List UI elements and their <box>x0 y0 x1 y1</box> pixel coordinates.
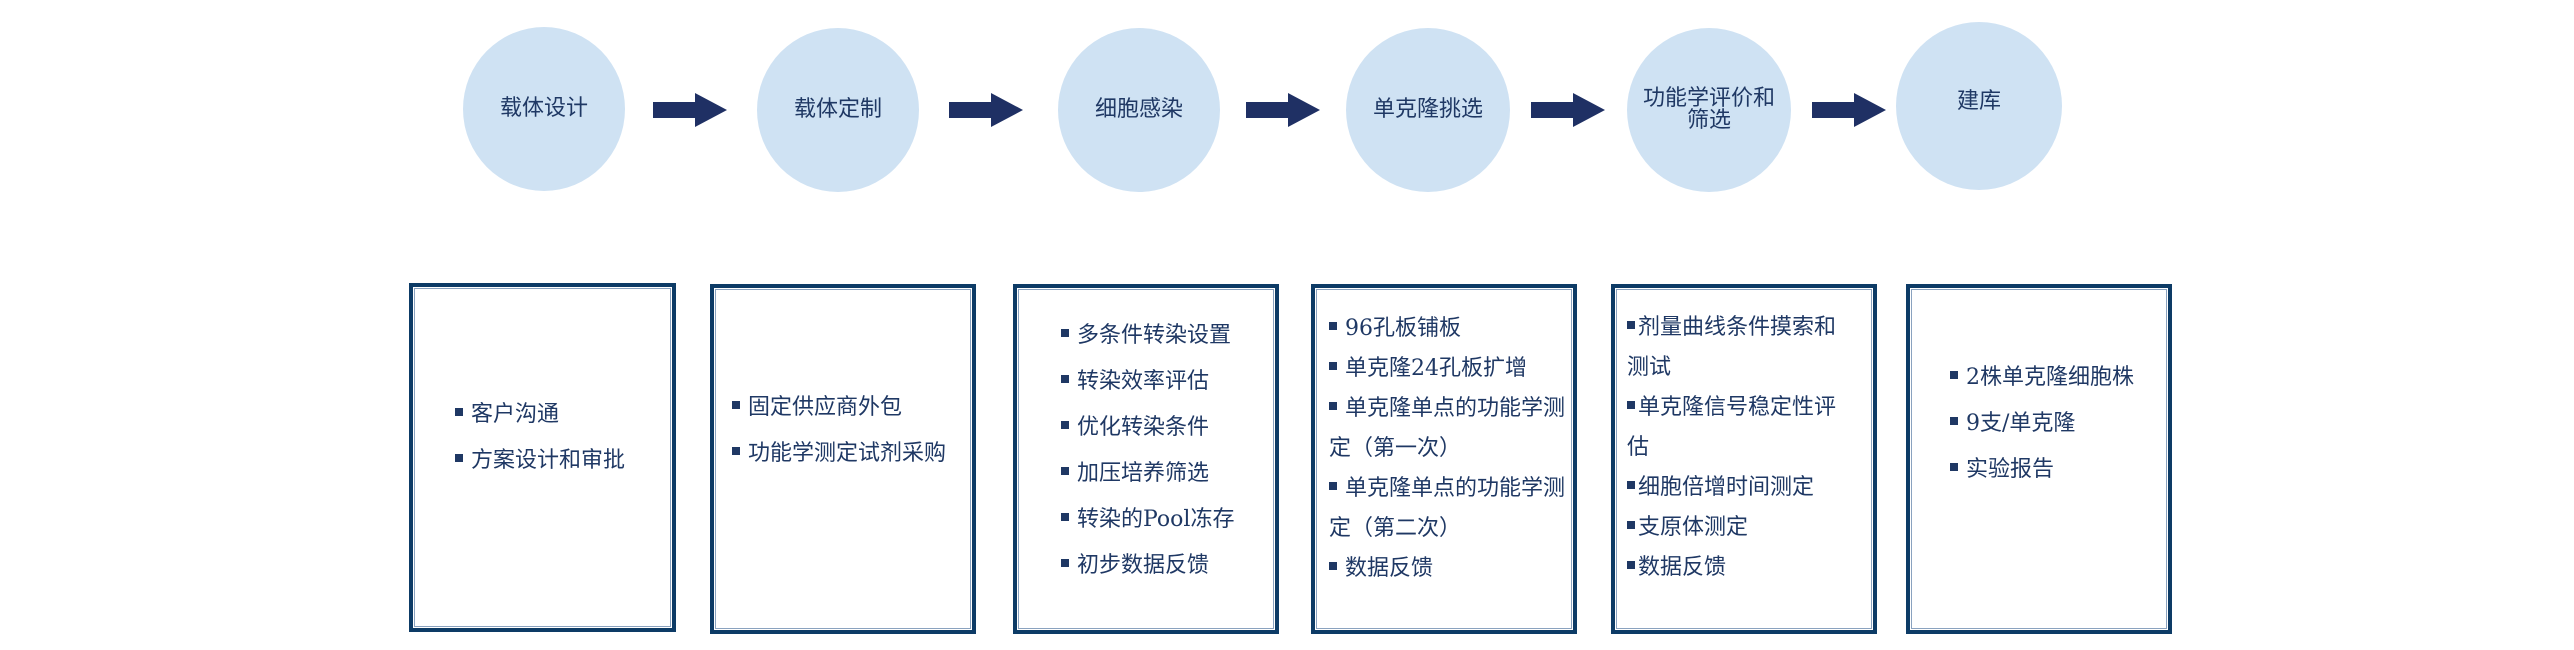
detail-box-vector-design: 客户沟通 方案设计和审批 <box>409 283 676 632</box>
detail-list: 客户沟通 方案设计和审批 <box>455 392 672 484</box>
step-label: 细胞感染 <box>1094 97 1183 122</box>
square-bullet-icon <box>1627 521 1635 529</box>
step-label: 载体定制 <box>793 97 882 122</box>
detail-list: 2株单克隆细胞株 9支/单克隆 实验报告 <box>1950 355 2168 493</box>
square-bullet-icon <box>1329 482 1337 490</box>
step-circle-cell-infection: 细胞感染 <box>1058 28 1220 192</box>
list-item: 客户沟通 <box>455 392 672 438</box>
square-bullet-icon <box>1329 402 1337 410</box>
list-item: 单克隆单点的功能学测定（第二次） <box>1329 476 1566 541</box>
square-bullet-icon <box>1627 481 1635 489</box>
right-arrow-icon <box>653 93 727 127</box>
square-bullet-icon <box>1061 329 1069 337</box>
square-bullet-icon <box>1061 559 1069 567</box>
list-item: 实验报告 <box>1950 447 2168 493</box>
step-circle-functional-evaluation: 功能学评价和 筛选 <box>1627 28 1791 192</box>
square-bullet-icon <box>1627 401 1635 409</box>
square-bullet-icon <box>1329 322 1337 330</box>
list-item: 单克隆单点的功能学测定（第一次） <box>1329 396 1566 461</box>
step-circle-monoclonal-picking: 单克隆挑选 <box>1346 28 1510 192</box>
list-item: 功能学测定试剂采购 <box>732 431 972 477</box>
square-bullet-icon <box>1061 467 1069 475</box>
list-item: 支原体测定 <box>1627 508 1853 548</box>
list-item: 细胞倍增时间测定 <box>1627 468 1853 508</box>
list-item: 9支/单克隆 <box>1950 401 2168 447</box>
list-item: 转染效率评估 <box>1061 359 1275 405</box>
step-circle-vector-design: 载体设计 <box>463 27 625 191</box>
list-item: 加压培养筛选 <box>1061 451 1275 497</box>
square-bullet-icon <box>455 453 463 462</box>
right-arrow-icon <box>1246 93 1320 127</box>
square-bullet-icon <box>455 407 463 416</box>
detail-list: 多条件转染设置 转染效率评估 优化转染条件 加压培养筛选 转染的Pool冻存 初… <box>1061 313 1275 589</box>
square-bullet-icon <box>1627 561 1635 569</box>
detail-box-functional-evaluation: 剂量曲线条件摸索和测试 单克隆信号稳定性评估 细胞倍增时间测定 支原体测定 数据… <box>1611 284 1877 634</box>
square-bullet-icon <box>1061 421 1069 429</box>
square-bullet-icon <box>1329 362 1337 370</box>
detail-list: 剂量曲线条件摸索和测试 单克隆信号稳定性评估 细胞倍增时间测定 支原体测定 数据… <box>1627 308 1853 588</box>
detail-box-cell-infection: 多条件转染设置 转染效率评估 优化转染条件 加压培养筛选 转染的Pool冻存 初… <box>1013 284 1279 634</box>
list-item: 96孔板铺板 <box>1329 309 1573 349</box>
step-label: 功能学评价和 筛选 <box>1642 86 1775 133</box>
list-item: 单克隆信号稳定性评估 <box>1627 395 1837 460</box>
square-bullet-icon <box>732 447 740 455</box>
list-item: 优化转染条件 <box>1061 405 1275 451</box>
square-bullet-icon <box>732 401 740 409</box>
list-item: 数据反馈 <box>1329 549 1573 589</box>
right-arrow-icon <box>1812 93 1886 127</box>
list-item: 2株单克隆细胞株 <box>1950 355 2168 401</box>
square-bullet-icon <box>1950 463 1958 471</box>
step-label: 单克隆挑选 <box>1372 97 1483 122</box>
square-bullet-icon <box>1061 375 1069 383</box>
detail-list: 固定供应商外包 功能学测定试剂采购 <box>732 385 972 477</box>
square-bullet-icon <box>1950 417 1958 425</box>
step-circle-library-construction: 建库 <box>1896 22 2062 190</box>
list-item: 方案设计和审批 <box>455 438 672 484</box>
step-circle-vector-customization: 载体定制 <box>757 28 919 192</box>
list-item: 固定供应商外包 <box>732 385 972 431</box>
list-item: 数据反馈 <box>1627 548 1853 588</box>
list-item: 多条件转染设置 <box>1061 313 1275 359</box>
detail-list: 96孔板铺板 单克隆24孔板扩增 单克隆单点的功能学测定（第一次） 单克隆单点的… <box>1329 309 1573 589</box>
list-item: 转染的Pool冻存 <box>1061 497 1275 543</box>
square-bullet-icon <box>1950 371 1958 379</box>
right-arrow-icon <box>949 93 1023 127</box>
list-item: 剂量曲线条件摸索和测试 <box>1627 315 1837 380</box>
list-item: 初步数据反馈 <box>1061 543 1275 589</box>
square-bullet-icon <box>1627 321 1635 329</box>
step-label: 建库 <box>1956 89 2001 114</box>
list-item: 单克隆24孔板扩增 <box>1329 349 1573 389</box>
step-label: 载体设计 <box>499 96 588 121</box>
detail-box-monoclonal-picking: 96孔板铺板 单克隆24孔板扩增 单克隆单点的功能学测定（第一次） 单克隆单点的… <box>1311 284 1577 634</box>
detail-box-library-construction: 2株单克隆细胞株 9支/单克隆 实验报告 <box>1906 284 2172 634</box>
square-bullet-icon <box>1329 562 1337 570</box>
detail-box-vector-customization: 固定供应商外包 功能学测定试剂采购 <box>710 284 976 634</box>
square-bullet-icon <box>1061 513 1069 521</box>
right-arrow-icon <box>1531 93 1605 127</box>
